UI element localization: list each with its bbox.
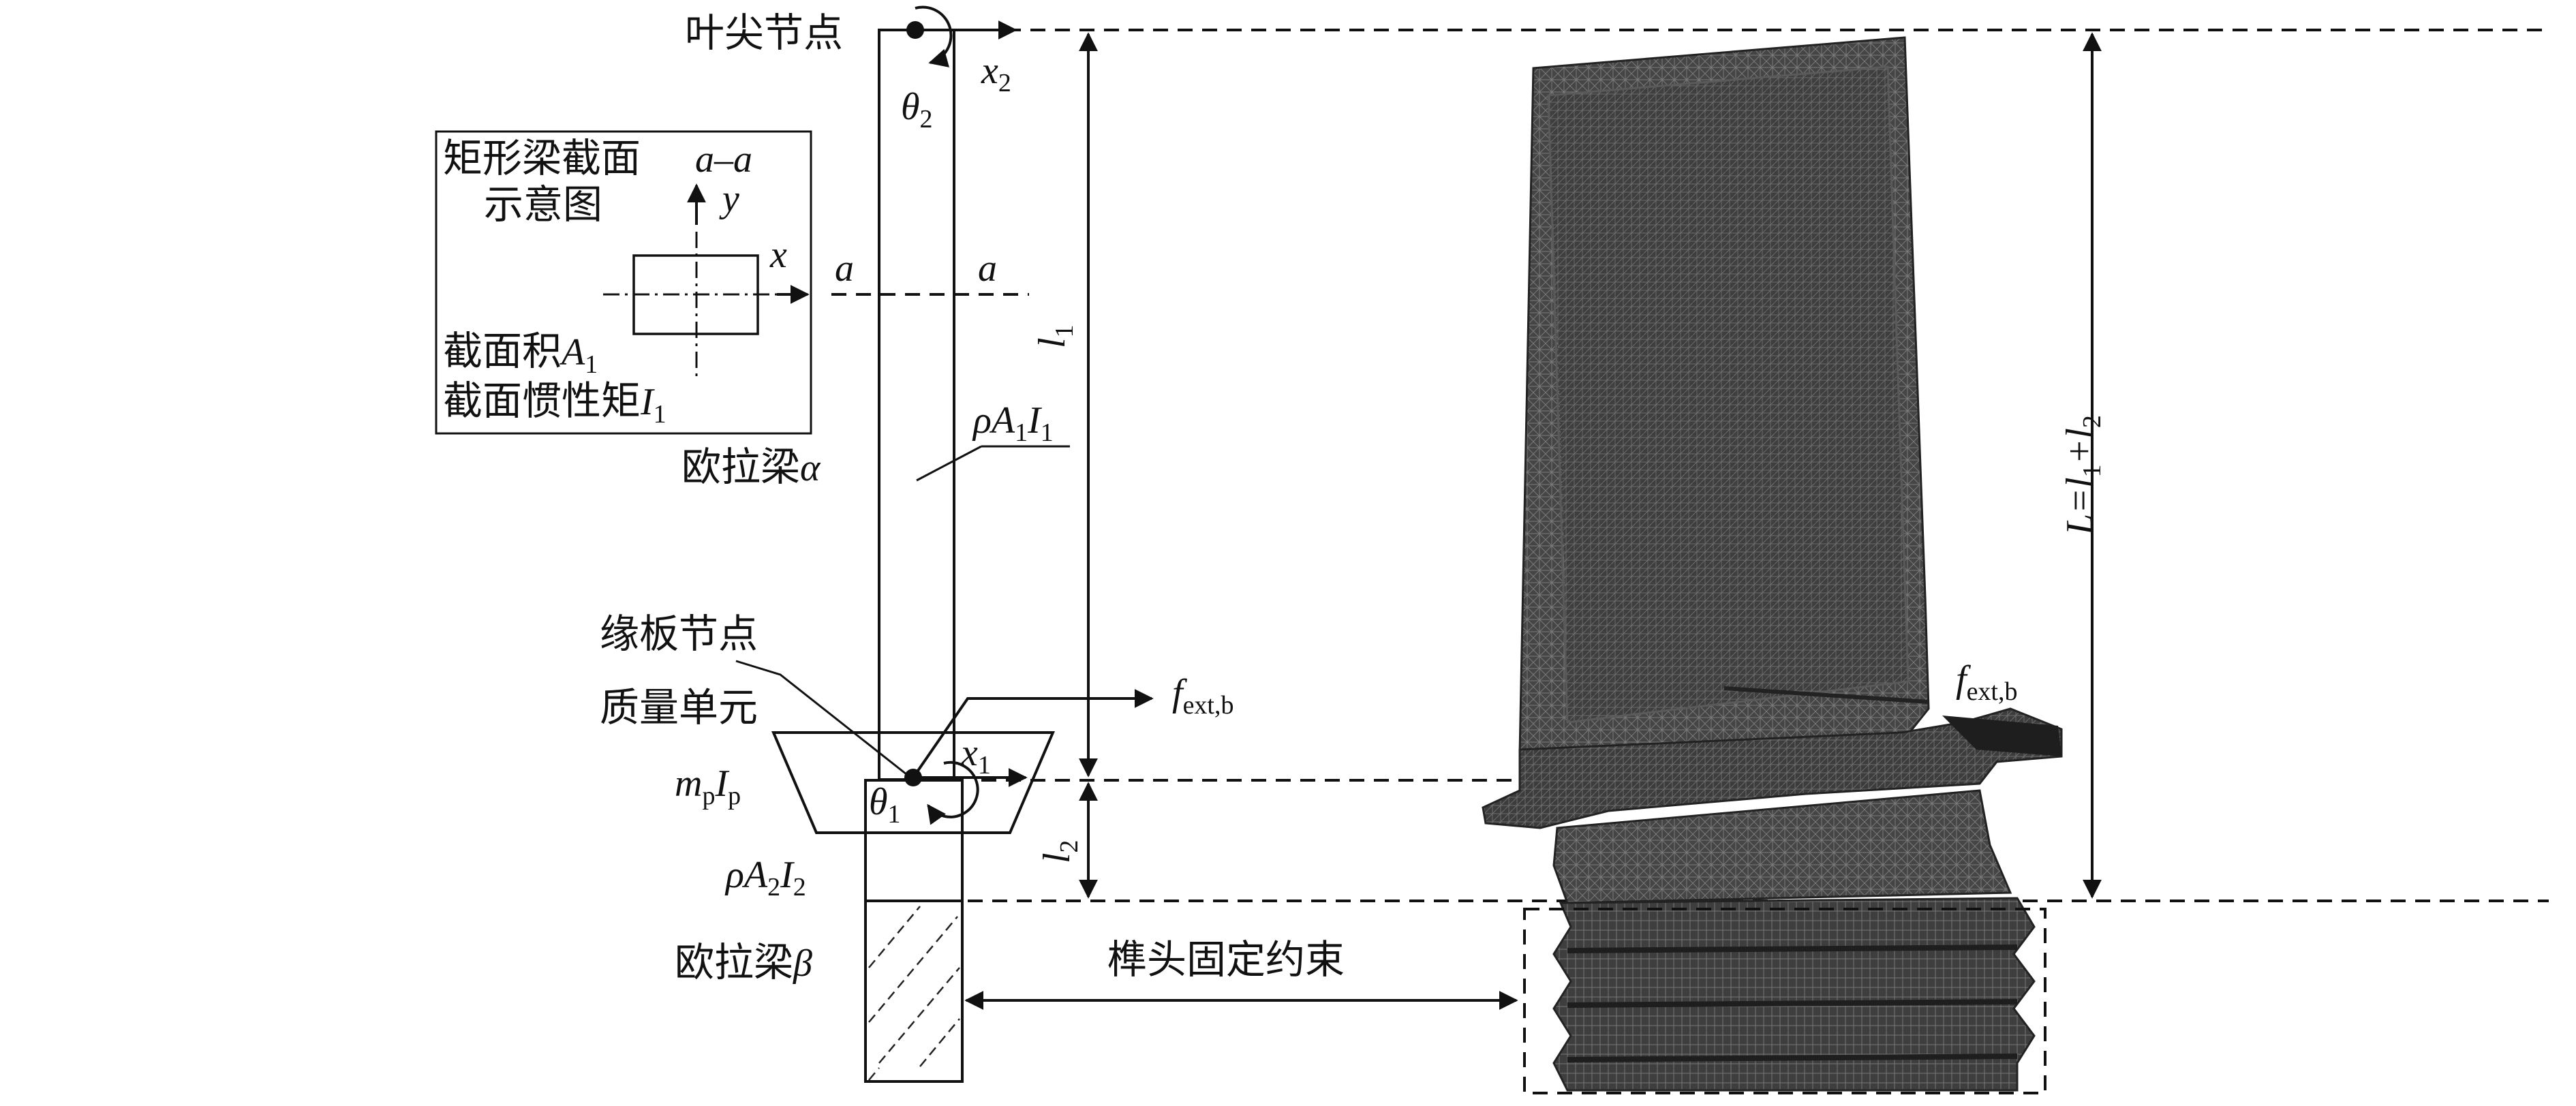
platform-node-label: 缘板节点 <box>600 611 758 657</box>
beam-alpha-label: 欧拉梁α <box>681 444 821 490</box>
section-inertia-label: 截面惯性矩I1 <box>443 378 666 429</box>
section-y-label: y <box>719 178 739 220</box>
section-inset-box <box>435 130 812 435</box>
cut-label-left: a <box>835 247 854 290</box>
beam-alpha-rect <box>878 29 955 781</box>
l1-label: l1 <box>1031 324 1079 348</box>
beam-beta-props-label: ρA2I2 <box>724 854 806 902</box>
theta2-label: θ2 <box>901 86 933 134</box>
x1-label: x1 <box>960 732 991 780</box>
labels: 叶尖节点 x2 θ2 矩形梁截面 a–a 示意图 y x 截面积A1 截面惯性矩… <box>443 10 2106 985</box>
l2-label: l2 <box>1036 840 1084 863</box>
mass-unit-trapezoid <box>771 731 1056 834</box>
fext-label: fext,b <box>1172 672 1234 720</box>
theta2-arc <box>915 5 953 67</box>
x2-label: x2 <box>981 50 1011 97</box>
L-formula-label: L=l1+l2 <box>2059 415 2106 536</box>
fext-right-label: fext,b <box>1956 658 2018 706</box>
theta1-label: θ1 <box>869 781 901 829</box>
section-title-line1: 矩形梁截面 <box>443 135 641 181</box>
root-constraint-label: 榫头固定约束 <box>1107 936 1345 983</box>
cut-label-right: a <box>978 247 997 290</box>
beam-alpha-props-label: ρA1I1 <box>972 399 1054 447</box>
platform-node-leader <box>735 660 910 778</box>
mass-props-label: mpIp <box>675 763 741 810</box>
section-title-line2: 示意图 <box>484 181 602 228</box>
mass-unit-label: 质量单元 <box>600 684 758 731</box>
tip-node-label: 叶尖节点 <box>685 10 843 56</box>
section-area-label: 截面积A1 <box>443 328 598 379</box>
fext-arrow <box>912 689 1154 779</box>
beam-alpha-props-leader <box>916 445 982 482</box>
beam-beta-label: 欧拉梁β <box>675 939 812 985</box>
beam-beta-hatch <box>865 900 962 1081</box>
meshed-blade-image <box>1482 36 2063 1092</box>
section-name-label: a–a <box>695 138 752 181</box>
section-x-label: x <box>769 234 787 276</box>
beam-beta-rect <box>864 779 964 1083</box>
root-constraint-box <box>1523 908 2046 1094</box>
theta1-arc <box>927 761 979 825</box>
